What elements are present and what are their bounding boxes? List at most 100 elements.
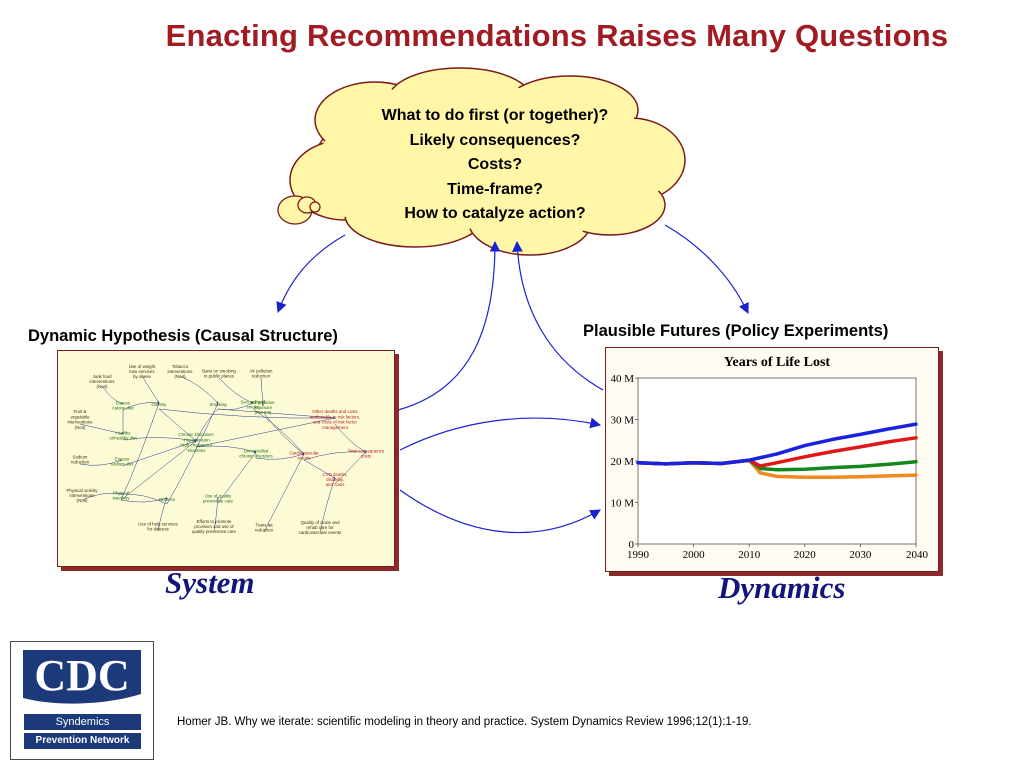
- logo-letters: CDC: [34, 651, 129, 700]
- causal-link: [213, 496, 219, 532]
- causal-link: [158, 408, 336, 420]
- cdc-logo: CDC Syndemics Prevention Network: [10, 641, 154, 760]
- causal-link: [120, 492, 168, 505]
- cloud-questions: What to do first (or together)? Likely c…: [330, 104, 660, 227]
- years-of-life-lost-chart: Years of Life Lost 0 10 M 20 M 30 M 40 M 1990 2…: [610, 355, 929, 561]
- chart-title: Years of Life Lost: [724, 355, 830, 370]
- logo-syndemics: Syndemics: [24, 714, 141, 730]
- series-line-0: [636, 422, 918, 466]
- causal-node-smoking: Smoking: [209, 402, 227, 407]
- causal-link: [303, 459, 336, 479]
- logo-prevention-network: Prevention Network: [24, 733, 141, 749]
- causal-link: [195, 417, 336, 448]
- question-2: Likely consequences?: [409, 131, 581, 149]
- arrow-cloud-to-dynamics: [664, 224, 749, 314]
- cdc-logo-mark: CDC: [23, 650, 141, 710]
- arrow-cloud-to-system: [276, 234, 346, 314]
- causal-link: [101, 385, 124, 405]
- x-tick-label: 2000: [683, 549, 706, 561]
- slide-title: Enacting Recommendations Raises Many Que…: [165, 18, 949, 53]
- causal-link: [157, 497, 168, 532]
- causal-structure-label: Dynamic Hypothesis (Causal Structure): [28, 327, 338, 345]
- causal-link: [319, 477, 336, 533]
- causal-link: [303, 450, 367, 461]
- y-tick-label: 40 M: [610, 373, 634, 385]
- question-1: What to do first (or together)?: [381, 107, 609, 124]
- arrow-dynamics-to-cloud: [512, 240, 604, 391]
- x-tick-label: 2020: [794, 549, 817, 561]
- citation: Homer JB. Why we iterate: scientific mod…: [177, 716, 752, 728]
- causal-link: [120, 440, 197, 501]
- causal-link: [121, 440, 197, 467]
- causal-link: [79, 459, 123, 466]
- policy-chart-panel: Years of Life Lost 0 10 M 20 M 30 M 40 M 1990 2…: [605, 347, 939, 572]
- causal-link: [79, 423, 124, 435]
- causal-link: [263, 453, 305, 533]
- causal-link: [122, 437, 197, 442]
- x-tick-label: 1990: [627, 549, 650, 561]
- system-caption: System: [165, 565, 255, 600]
- x-tick-label: 2040: [906, 549, 929, 561]
- causal-link: [166, 402, 219, 505]
- causal-link: [252, 408, 305, 455]
- causal-link: [81, 492, 122, 501]
- thought-cloud: [277, 67, 686, 256]
- y-tick-label: 30 M: [610, 415, 634, 427]
- causal-link: [195, 408, 219, 442]
- causal-link: [158, 408, 197, 442]
- dynamics-caption: Dynamics: [718, 570, 846, 605]
- causal-link: [217, 451, 257, 504]
- causal-node-cvddeaths: CVD deaths,disability,and costs: [323, 472, 348, 487]
- causal-link: [179, 375, 219, 404]
- causal-link: [217, 408, 336, 419]
- causal-node-distress: Distress: [159, 497, 176, 502]
- policy-experiments-label: Plausible Futures (Policy Experiments): [583, 322, 889, 340]
- y-tick-label: 0: [629, 539, 635, 551]
- causal-node-obesity: Obesity: [152, 402, 168, 407]
- question-5: How to catalyze action?: [404, 205, 586, 222]
- causal-link: [120, 402, 160, 501]
- arrow-system-to-cloud: [397, 240, 501, 411]
- arrow-dynamics-to-system: [399, 417, 602, 451]
- causal-link: [218, 377, 254, 404]
- x-tick-label: 2010: [738, 549, 761, 561]
- question-4: Time-frame?: [447, 180, 543, 198]
- causal-link: [141, 375, 160, 404]
- causal-link: [334, 423, 367, 453]
- causal-link: [195, 445, 257, 453]
- causal-link: [120, 497, 168, 503]
- causal-link: [255, 453, 305, 460]
- causal-link: [334, 451, 367, 485]
- y-tick-label: 20 M: [610, 456, 634, 468]
- causal-link: [262, 411, 305, 455]
- x-tick-label: 2030: [849, 549, 872, 561]
- question-3: Costs?: [467, 156, 523, 173]
- y-tick-label: 10 M: [610, 498, 634, 510]
